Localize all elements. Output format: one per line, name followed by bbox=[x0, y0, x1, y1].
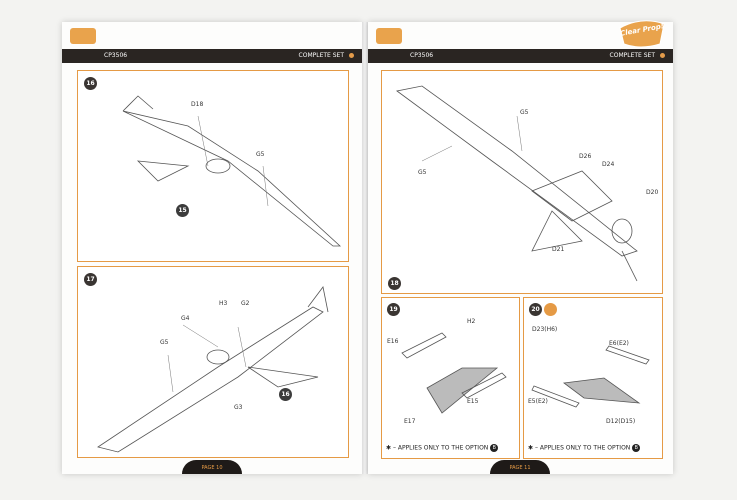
page-number: PAGE 11 bbox=[490, 460, 550, 474]
label-e5: E5(E2) bbox=[528, 398, 548, 405]
option-note-text: – APPLIES ONLY TO THE OPTION bbox=[392, 444, 489, 452]
instruction-page-right: CP3506 COMPLETE SET G5 G5 D26 D24 D20 D2… bbox=[368, 22, 673, 474]
step-number: 17 bbox=[84, 273, 97, 286]
missile-drawing-18 bbox=[396, 85, 638, 282]
step-number: 20 bbox=[529, 303, 542, 316]
kit-code: CP3506 bbox=[410, 52, 434, 59]
label-d18: D18 bbox=[191, 101, 204, 108]
page-header: CP3506 COMPLETE SET bbox=[368, 49, 673, 63]
logo-badge-icon bbox=[619, 20, 665, 48]
label-e16: E16 bbox=[387, 338, 399, 345]
label-h3: H3 bbox=[219, 300, 228, 307]
step-number: 16 bbox=[84, 77, 97, 90]
option-b-badge: B bbox=[490, 444, 499, 452]
missile-drawing-16 bbox=[122, 95, 342, 247]
step-16-panel: 16 D18 G5 15 bbox=[77, 70, 349, 262]
label-g5: G5 bbox=[160, 339, 169, 346]
option-a-icon bbox=[544, 303, 557, 316]
set-title: COMPLETE SET bbox=[609, 52, 655, 59]
brand-logo-icon bbox=[70, 28, 96, 44]
page-header: CP3506 COMPLETE SET bbox=[62, 49, 362, 63]
kit-code: CP3506 bbox=[104, 52, 128, 59]
missile-drawing-17 bbox=[97, 286, 329, 453]
label-d12: D12(D15) bbox=[606, 418, 636, 425]
label-e17: E17 bbox=[404, 418, 416, 425]
step-number: 19 bbox=[387, 303, 400, 316]
set-title: COMPLETE SET bbox=[298, 52, 344, 59]
parts-drawing-20 bbox=[531, 345, 650, 408]
label-d20: D20 bbox=[646, 189, 659, 196]
header-dot-icon bbox=[660, 53, 665, 58]
label-d26: D26 bbox=[579, 153, 592, 160]
label-g4: G4 bbox=[181, 315, 190, 322]
label-g5-top: G5 bbox=[520, 109, 529, 116]
step-19-panel: 19 H2 E16 E15 E17 ✱ – APPLIES ONLY TO TH… bbox=[381, 297, 520, 459]
step-18-panel: G5 G5 D26 D24 D20 D21 18 bbox=[381, 70, 663, 294]
step-17-panel: 17 G4 H3 G2 G5 G3 16 bbox=[77, 266, 349, 458]
parts-drawing-19 bbox=[401, 332, 507, 414]
option-note: ✱ – APPLIES ONLY TO THE OPTION B bbox=[528, 444, 641, 452]
label-g5: G5 bbox=[256, 151, 265, 158]
callout-step-ref: 15 bbox=[176, 204, 189, 217]
label-e15: E15 bbox=[467, 398, 479, 405]
booklet-spine bbox=[362, 22, 368, 474]
brand-logo-icon bbox=[376, 28, 402, 44]
clear-prop-logo: Clear Prop! bbox=[616, 14, 668, 50]
header-dot-icon bbox=[349, 53, 354, 58]
label-g3: G3 bbox=[234, 404, 243, 411]
option-note-text: – APPLIES ONLY TO THE OPTION bbox=[534, 444, 631, 452]
instruction-page-left: CP3506 COMPLETE SET 16 D18 G5 15 17 bbox=[62, 22, 362, 474]
label-d24: D24 bbox=[602, 161, 615, 168]
step-20-panel: 20 D23(H6) E6(E2) E5(E2) D12(D15) ✱ – AP… bbox=[523, 297, 663, 459]
step-number: 18 bbox=[388, 277, 401, 290]
label-g5-left: G5 bbox=[418, 169, 427, 176]
page-number: PAGE 10 bbox=[182, 460, 242, 474]
option-note: ✱ – APPLIES ONLY TO THE OPTION B bbox=[386, 444, 499, 452]
label-d21: D21 bbox=[552, 246, 565, 253]
label-e6: E6(E2) bbox=[609, 340, 629, 347]
label-d23: D23(H6) bbox=[532, 326, 558, 333]
label-g2: G2 bbox=[241, 300, 250, 307]
option-b-badge: B bbox=[632, 444, 641, 452]
callout-step-ref: 16 bbox=[279, 388, 292, 401]
label-h2: H2 bbox=[467, 318, 476, 325]
